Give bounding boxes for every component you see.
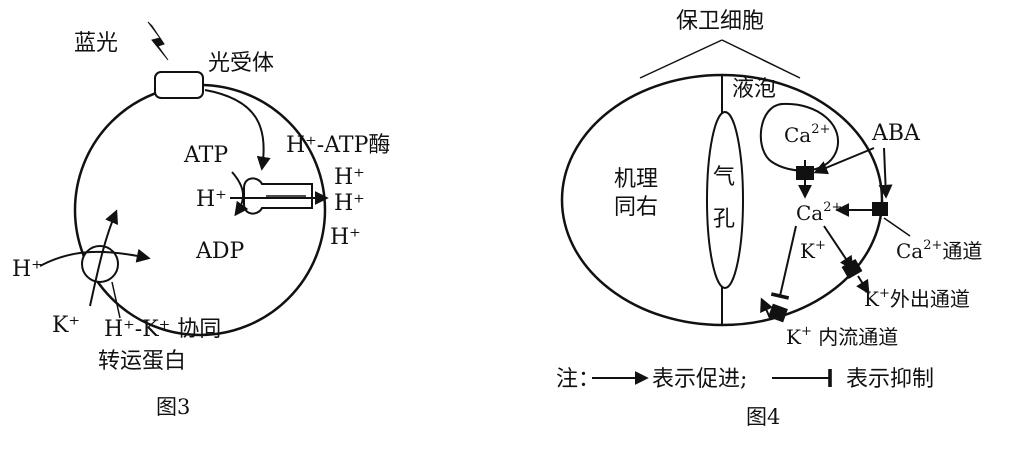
note-prefix: 注： (556, 367, 600, 392)
membrane-ca-channel (872, 202, 888, 216)
guard-cell-pair (560, 73, 884, 327)
figure-3-caption: 图3 (156, 395, 190, 419)
photoreceptor (154, 71, 204, 99)
stoma-char-1: 气 (713, 165, 735, 190)
k-efflux-channel (841, 258, 863, 280)
k-efflux-label: K+外出通道 (864, 286, 970, 311)
guard-cell-label: 保卫细胞 (676, 9, 764, 34)
figure-4: 保卫细胞 气 孔 机理 同右 液泡 Ca2+ ABA Ca2+ Ca2+通道 K… (556, 9, 982, 429)
mechanism-label-1: 机理 (614, 167, 658, 192)
photoreceptor-label: 光受体 (208, 51, 274, 76)
blue-light-label: 蓝光 (74, 31, 118, 56)
h-inside-label: H⁺ (196, 187, 227, 212)
aba-label: ABA (871, 121, 921, 146)
guard-cell-pointer-right (721, 39, 801, 79)
ca-vacuole-label: Ca2+ (784, 122, 830, 147)
ca-cyto-label: Ca2+ (796, 200, 842, 225)
h-out-1: H⁺ (334, 165, 365, 190)
k-cyto-label: K+ (800, 238, 826, 263)
symporter-label-2: 转运蛋白 (98, 349, 186, 374)
k-influx-label: K+ 内流通道 (786, 324, 898, 349)
h-out-2: H⁺ (334, 191, 365, 216)
atp-to-adp-arrow (231, 171, 249, 217)
figure-3: 蓝光 光受体 H⁺-ATP酶 ATP H⁺ ADP H⁺ H⁺ H⁺ H⁺ K⁺… (12, 21, 390, 419)
ca-inhibits-kinflux (770, 225, 797, 300)
k-influx-arrow (89, 209, 119, 307)
signal-arrow (204, 89, 271, 171)
promote-label: 表示促进; (652, 367, 747, 392)
legend: 注： 表示促进; 表示抑制 (556, 367, 934, 392)
vacuole-label: 液泡 (732, 77, 776, 102)
h-out-3: H⁺ (330, 225, 361, 250)
ca-to-kefflux-arrow (823, 225, 854, 271)
symporter-label-1: H⁺-K⁺ 协同 (104, 317, 221, 342)
k-influx-channel (768, 303, 788, 323)
ca-channel-label: Ca2+通道 (896, 238, 982, 263)
ca-channel-pointer (883, 217, 911, 237)
guard-cell-pointer-left (639, 39, 723, 79)
stoma (706, 111, 744, 289)
stoma-char-2: 孔 (713, 207, 735, 232)
k-influx-arrow (760, 297, 773, 319)
k-left-label: K⁺ (52, 313, 80, 338)
k-efflux-arrow (856, 275, 870, 295)
h-left-label: H⁺ (12, 257, 43, 282)
mechanism-label-2: 同右 (614, 195, 658, 220)
atpase-label: H⁺-ATP酶 (286, 133, 390, 158)
atp-label: ATP (183, 143, 228, 168)
lightning-icon (147, 21, 169, 61)
inhibit-label: 表示抑制 (846, 367, 934, 392)
aba-to-channel-arrow (878, 147, 893, 199)
adp-label: ADP (195, 239, 245, 264)
figure-4-caption: 图4 (746, 405, 780, 429)
aba-to-vacuole-arrow (813, 147, 875, 175)
h-influx-arrow (39, 248, 151, 267)
symporter-pointer (111, 281, 121, 319)
